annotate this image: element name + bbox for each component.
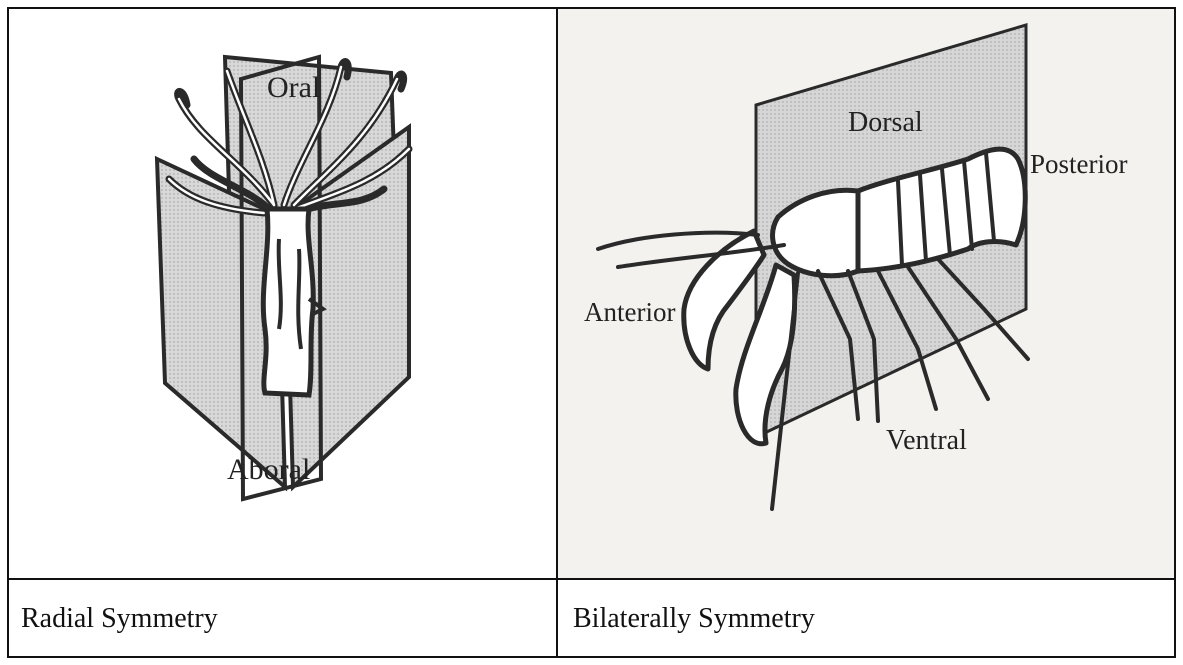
- bilateral-symmetry-figure: Dorsal Posterior Anterior Ventral: [558, 9, 1174, 578]
- label-aboral: Aboral: [227, 453, 310, 486]
- label-ventral: Ventral: [886, 425, 967, 456]
- symmetry-table: Oral Aboral: [7, 7, 1176, 658]
- label-dorsal: Dorsal: [848, 107, 923, 138]
- caption-bilateral-symmetry: Bilaterally Symmetry: [573, 603, 815, 635]
- radial-symmetry-figure: Oral Aboral: [9, 9, 556, 578]
- hydra-body: [263, 209, 313, 395]
- bilateral-symmetry-figure-cell: Dorsal Posterior Anterior Ventral: [558, 9, 1174, 578]
- row-divider: [7, 578, 1176, 580]
- caption-radial-symmetry: Radial Symmetry: [21, 603, 218, 635]
- label-oral: Oral: [267, 71, 320, 104]
- label-posterior: Posterior: [1030, 149, 1128, 179]
- label-anterior: Anterior: [584, 297, 675, 327]
- radial-symmetry-figure-cell: Oral Aboral: [9, 9, 556, 578]
